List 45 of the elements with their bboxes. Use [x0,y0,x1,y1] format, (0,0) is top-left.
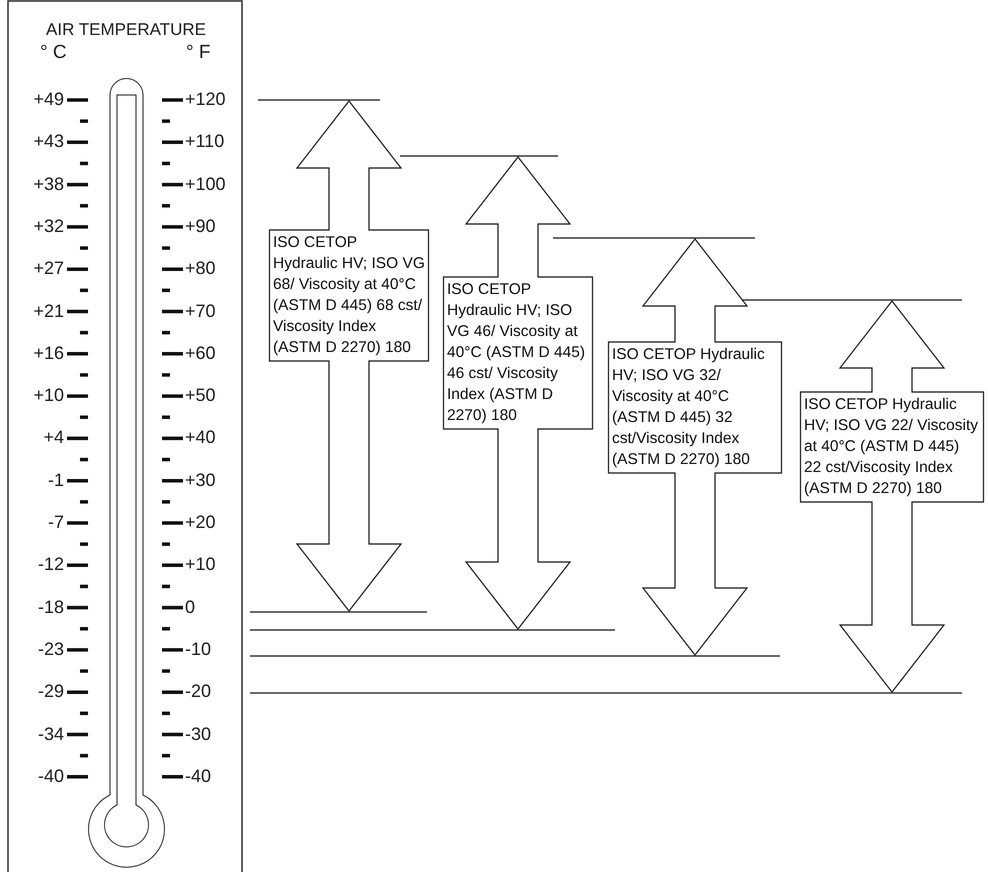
scale-label: -40 [38,766,64,787]
scale-label: -12 [38,554,64,576]
grade-description: ISO CETOP Hydraulic HV; ISO VG 32/ Viscosity at 40°C (ASTM D 445) 32 cst/Viscosity Index (ASTM D 2270) 180 [611,345,766,470]
grade-description: ISO CETOP Hydraulic HV; ISO VG 68/ Viscosity at 40°C (ASTM D 445) 68 cst/ Viscosity Index (ASTM D 2270) 180 [272,233,426,358]
scale-label: -20 [185,681,212,702]
unit-label: ° F [186,42,210,64]
scale-label: -18 [38,596,64,618]
scale-label: -34 [38,724,64,744]
scale-title: AIR TEMPERATURE [45,20,207,40]
scale-label: -23 [38,638,64,660]
scale-label: +38 [33,174,64,195]
unit-label: ° C [40,42,67,64]
scale-label: +60 [185,342,216,364]
scale-label: -7 [48,512,64,533]
scale-label: +10 [185,554,216,576]
grade-description: ISO CETOP Hydraulic HV; ISO VG 46/ Viscosity at 40°C (ASTM D 445) 46 cst/ Viscosity Index (ASTM D 2270) 180 [446,280,586,426]
scale-label: +20 [185,512,216,533]
scale-label: -1 [48,470,64,491]
scale-label: +10 [33,385,64,406]
scale-label: +30 [185,470,216,491]
scale-label: -10 [185,638,212,660]
temperature-range-marker [268,100,430,612]
temperature-range-marker [607,238,783,656]
scale-label: +100 [185,174,226,195]
scale-label: +90 [185,216,216,237]
scale-label: +21 [33,300,64,322]
scale-label: -29 [38,681,64,702]
scale-label: +70 [185,300,216,322]
scale-label: +80 [185,258,216,280]
scale-label: +120 [185,89,226,110]
temperature-range-marker [799,300,985,693]
scale-label: +50 [185,385,216,406]
scale-label: 0 [185,596,196,618]
scale-label: +4 [43,427,64,448]
scale-label: +110 [185,131,224,152]
scale-label: +16 [33,342,64,364]
scale-label: +32 [33,216,64,237]
scale-label: -40 [185,766,212,787]
scale-label: +40 [185,427,216,448]
grade-description: ISO CETOP Hydraulic HV; ISO VG 22/ Viscosity at 40°C (ASTM D 445) 22 cst/Viscosity Index (ASTM D 2270) 180 [803,395,980,499]
scale-label: -30 [185,724,212,744]
scale-label: +43 [33,131,64,152]
temperature-range-marker [442,156,594,630]
scale-label: +27 [33,258,64,280]
scale-label: +49 [33,89,64,110]
